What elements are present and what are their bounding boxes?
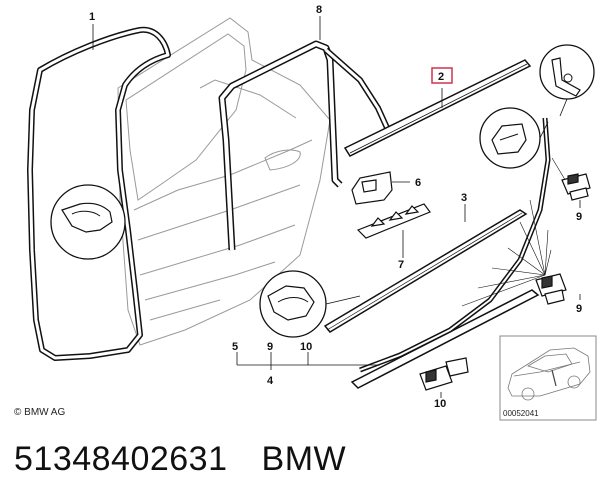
callout-9-bottom: 9: [576, 303, 582, 315]
callout-8: 8: [316, 4, 322, 16]
circle-connectors: [325, 98, 568, 305]
car-thumbnail: 00052041: [499, 335, 597, 421]
leader-lines: [92, 16, 581, 398]
part-4-lower-strip: [350, 289, 540, 389]
part-2-strip: [343, 59, 532, 157]
side-seal: [359, 117, 551, 373]
reference-number: 00052041: [503, 409, 539, 418]
clip-10-bottom: [419, 357, 469, 391]
callout-9-group: 9: [267, 341, 273, 353]
detail-circle-top-right: [539, 44, 595, 100]
detail-circle-mid-right: [479, 107, 541, 169]
callout-9-top: 9: [576, 211, 582, 223]
callout-10-top: 10: [300, 341, 312, 353]
callout-10-bottom: 10: [434, 398, 446, 410]
caption: 51348402631 BMW: [14, 440, 346, 479]
parts-diagram: 1 8 2 6 3 7 9 9 5 9 10 4 10 00052041 © B…: [14, 4, 597, 421]
part-3-outer-strip: [323, 209, 528, 333]
callout-5: 5: [232, 341, 238, 353]
clip-9-top: [561, 173, 591, 201]
callout-7: 7: [398, 259, 404, 271]
brand: BMW: [261, 440, 347, 478]
callout-6: 6: [415, 177, 421, 189]
part-7-clip-strip: [356, 203, 431, 239]
clip-9-mid: [535, 273, 567, 305]
highlight-box: [431, 67, 453, 84]
part-number: 51348402631: [14, 440, 228, 478]
callout-4: 4: [267, 375, 274, 387]
copyright: © BMW AG: [14, 407, 65, 418]
callout-1: 1: [89, 11, 95, 23]
detail-circle-bottom-left: [259, 270, 327, 338]
part-6-clip: [351, 171, 393, 205]
detail-circle-left: [50, 184, 126, 260]
callout-3: 3: [461, 192, 467, 204]
callout-2: 2: [438, 71, 444, 83]
part-1-door-seal: [27, 26, 171, 361]
